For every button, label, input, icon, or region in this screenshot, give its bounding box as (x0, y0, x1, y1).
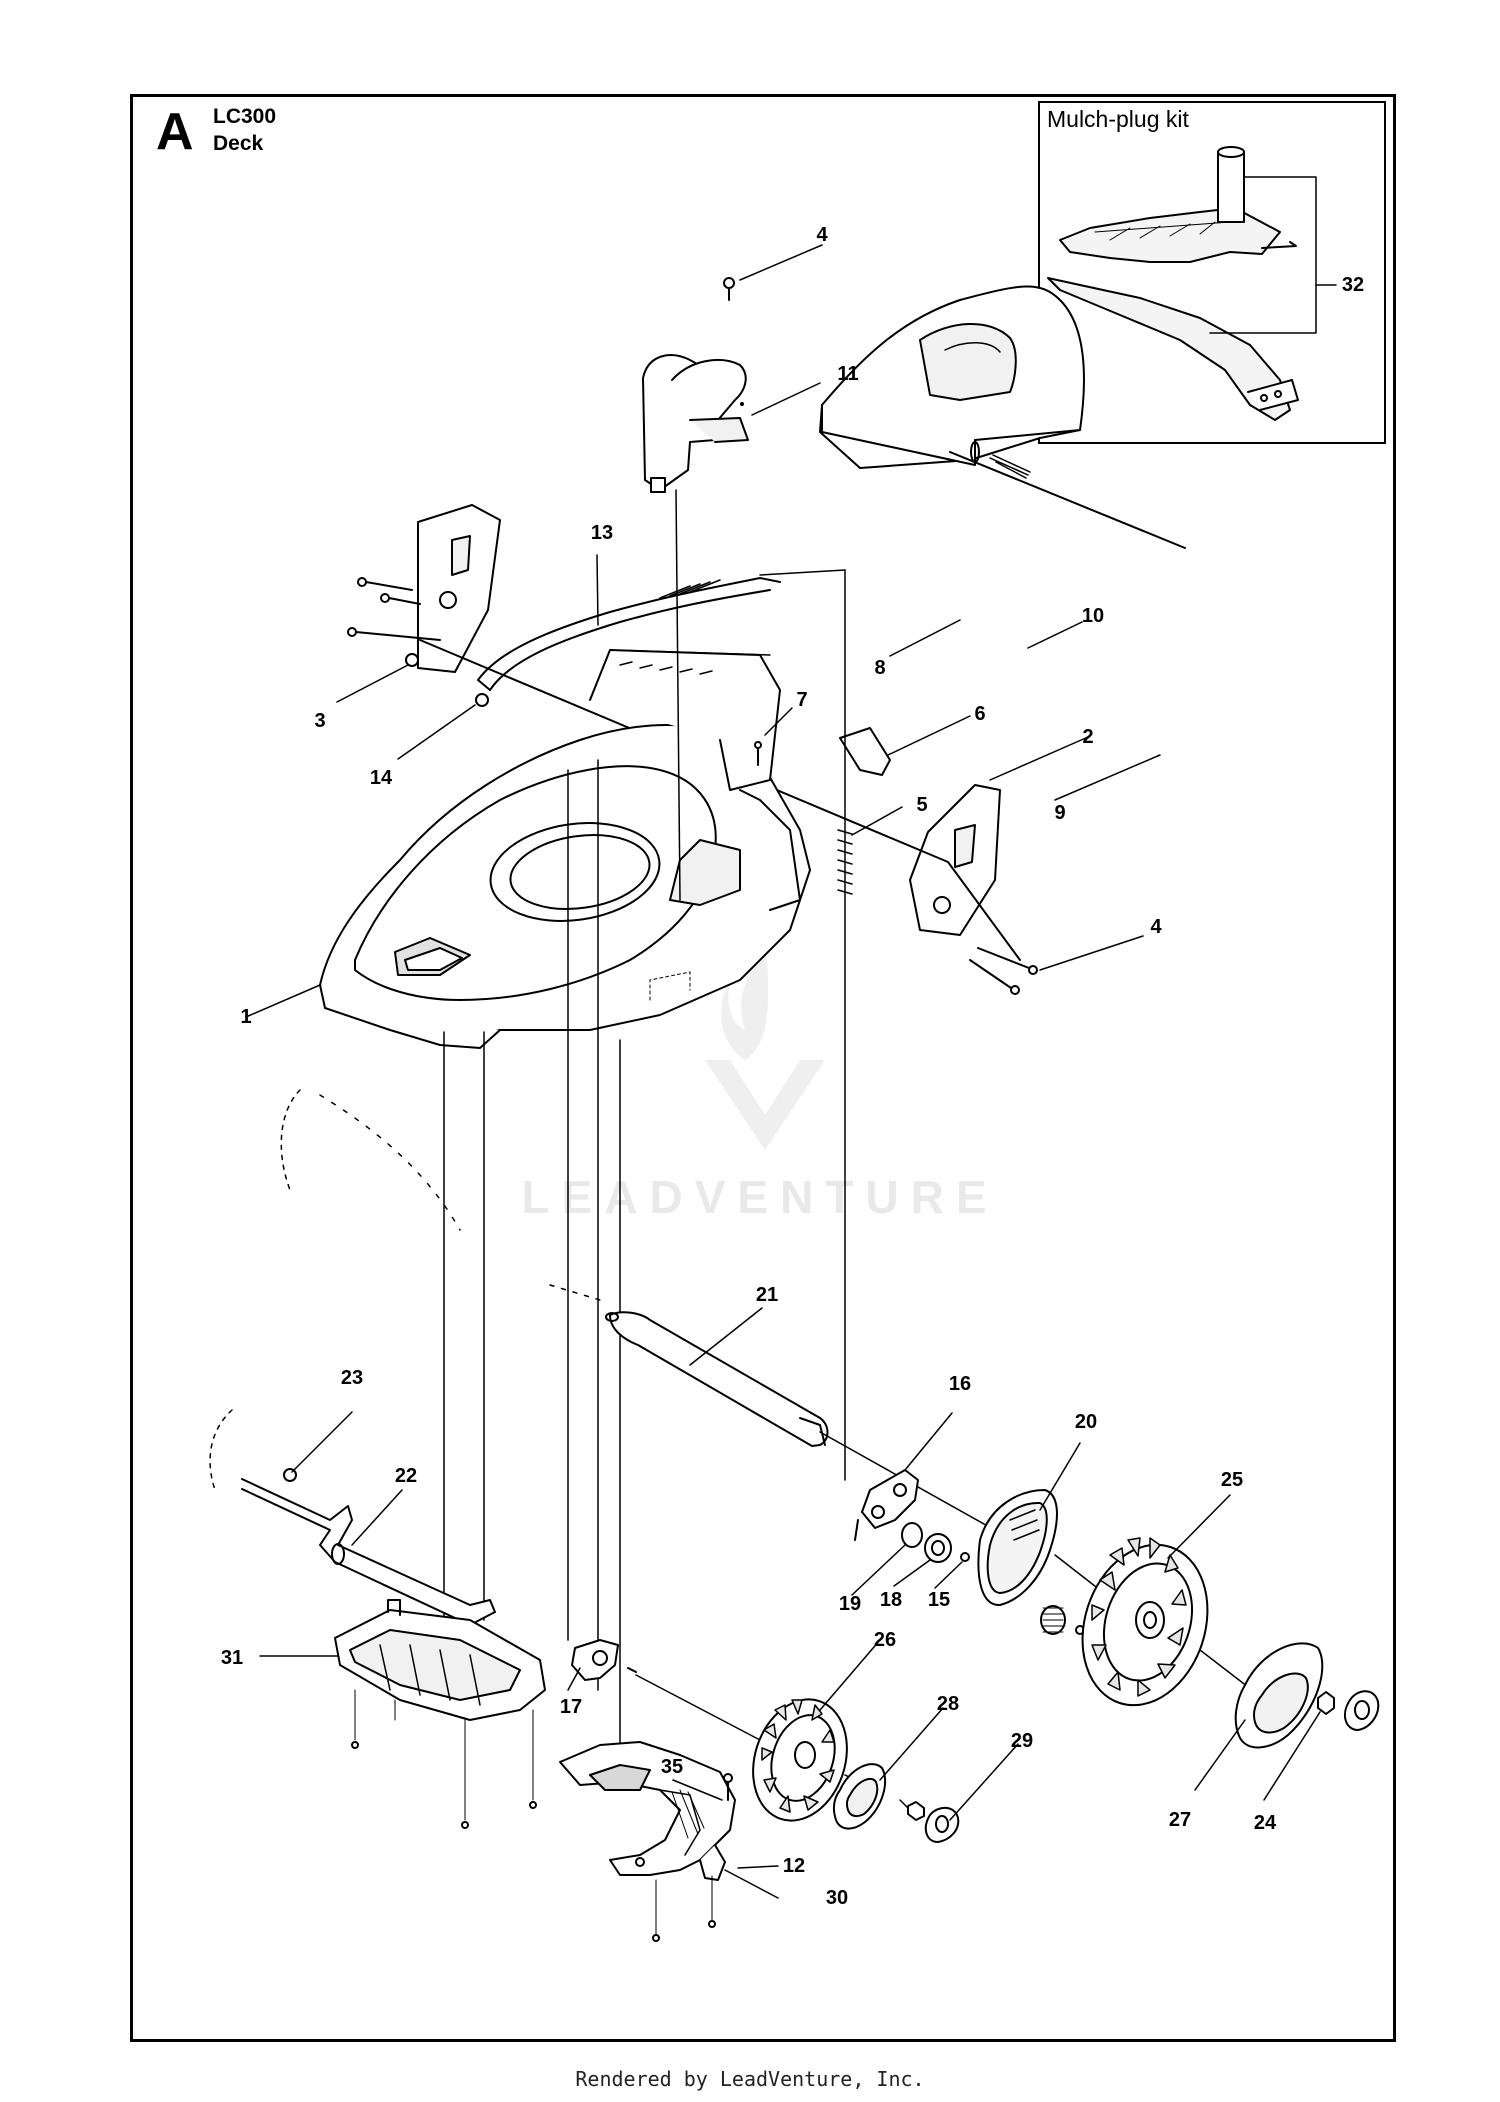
callout-22: 22 (394, 1465, 418, 1487)
callout-15: 15 (927, 1589, 951, 1611)
callout-2: 2 (1082, 726, 1094, 748)
diagram-frame (130, 94, 1396, 2042)
bracket-32-leader (1209, 176, 1317, 334)
flap-rod-part (949, 451, 1186, 549)
washer-15-part (960, 1552, 970, 1562)
section-letter: A (156, 103, 194, 161)
callout-35: 35 (660, 1756, 684, 1778)
footer-credit: Rendered by LeadVenture, Inc. (575, 2067, 925, 2091)
mulch-plug-part (1059, 146, 1297, 263)
callout-27: 27 (1168, 1809, 1192, 1831)
callout-6: 6 (974, 703, 986, 725)
rear-axle-part (241, 1468, 496, 1626)
inset-title: Mulch-plug kit (1047, 106, 1189, 132)
mulch-plug-inset (1038, 101, 1386, 444)
nut-24-part (1317, 1691, 1335, 1715)
model-label: LC300 (213, 105, 277, 128)
callout-31: 31 (220, 1647, 244, 1669)
callout-21: 21 (755, 1284, 779, 1306)
rear-flap-part (819, 285, 1085, 469)
callout-18: 18 (879, 1589, 903, 1611)
washer-23-part (283, 1468, 297, 1482)
callout-9: 9 (1054, 802, 1066, 824)
callout-19: 19 (838, 1593, 862, 1615)
callout-1: 1 (240, 1006, 252, 1028)
nut-front-part (907, 1801, 925, 1821)
bushing-19-part (901, 1522, 923, 1548)
rear-guard-part (334, 1599, 546, 1829)
watermark-logo-icon (705, 940, 825, 1150)
callout-5: 5 (916, 794, 928, 816)
clip-29-part (924, 1806, 960, 1843)
watermark-text: LEADVENTURE (521, 1171, 999, 1223)
callout-10: 10 (1081, 605, 1105, 627)
drive-gear-part (1040, 1605, 1085, 1635)
front-wheel-part (752, 1698, 848, 1822)
height-lever-part (642, 277, 749, 493)
callout-12: 12 (782, 1855, 806, 1877)
callout-3: 3 (314, 710, 326, 732)
deck-body-part (319, 649, 811, 1049)
callout-23: 23 (340, 1367, 364, 1389)
bushing-18-part (924, 1533, 952, 1563)
front-axle-part (605, 1311, 1001, 1534)
mulch-blade-part (1047, 277, 1299, 421)
large-wheel-part (1081, 1537, 1209, 1707)
spring-10-part (989, 454, 1031, 479)
callout-32: 32 (1341, 274, 1365, 296)
callout-24: 24 (1253, 1812, 1277, 1834)
clip-6-part (839, 727, 891, 776)
callout-14: 14 (369, 767, 393, 789)
hub-cap-27-part (1234, 1642, 1324, 1749)
hub-cap-28-part (832, 1763, 887, 1830)
callout-20: 20 (1074, 1411, 1098, 1433)
left-bracket-part (347, 504, 501, 673)
callout-25: 25 (1220, 1469, 1244, 1491)
assembly-label: Deck (213, 132, 264, 155)
discharge-chute-part (559, 1741, 736, 1942)
height-bracket-16-part (854, 1469, 919, 1541)
callout-28: 28 (936, 1693, 960, 1715)
callout-4-top: 4 (816, 224, 828, 246)
callout-11: 11 (837, 363, 859, 385)
rear-handle-part (475, 402, 781, 707)
gear-cover-part (977, 1489, 1058, 1607)
callout-7: 7 (796, 689, 808, 711)
callout-4-right: 4 (1150, 916, 1162, 938)
front-bracket-17-part (571, 1639, 761, 1741)
screw-4-part (723, 277, 735, 289)
callout-30: 30 (825, 1887, 849, 1909)
callout-16: 16 (948, 1373, 972, 1395)
screw-35-part (723, 1773, 733, 1783)
callout-17: 17 (559, 1696, 583, 1718)
callout-26: 26 (873, 1629, 897, 1651)
callout-29: 29 (1010, 1730, 1034, 1752)
callout-8: 8 (874, 657, 886, 679)
clip-rear-part (1343, 1690, 1380, 1731)
callout-13: 13 (590, 522, 614, 544)
right-bracket-part (909, 784, 1038, 995)
callout-leaders (245, 244, 1321, 1899)
